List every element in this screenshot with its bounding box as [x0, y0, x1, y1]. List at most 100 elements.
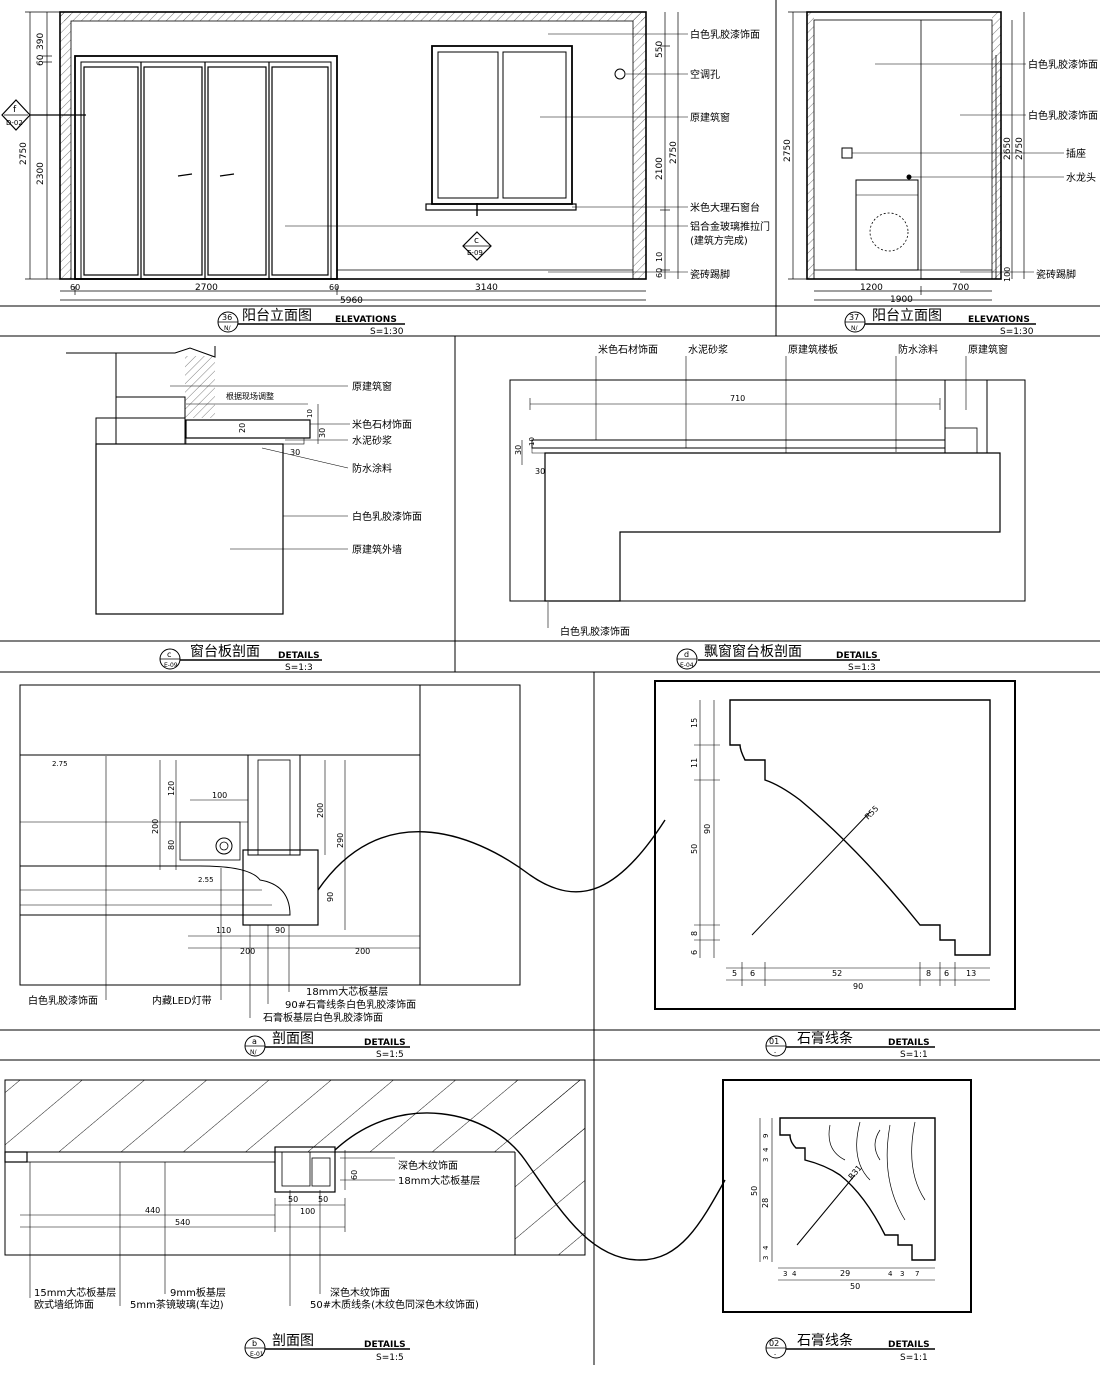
svg-text:DETAILS: DETAILS	[888, 1038, 930, 1048]
svg-text:阳台立面图: 阳台立面图	[242, 308, 312, 324]
svg-text:白色乳胶漆饰面: 白色乳胶漆饰面	[28, 994, 98, 1007]
svg-text:插座: 插座	[1066, 147, 1086, 160]
svg-text:瓷砖踢脚: 瓷砖踢脚	[1036, 268, 1076, 281]
detail-connector-curve	[317, 819, 666, 893]
svg-text:2700: 2700	[195, 283, 218, 293]
panel-balcony-elevation-37: 2750 2650 2750 100 白色乳胶漆饰面 白色乳胶漆饰面 插座 水龙…	[783, 11, 1098, 337]
svg-text:200: 200	[240, 947, 255, 956]
title-block-d: d E-04 飘窗窗台板剖面 DETAILS S=1:3	[676, 643, 880, 673]
svg-text:原建筑窗: 原建筑窗	[690, 111, 730, 124]
svg-text:S=1:5: S=1:5	[376, 1353, 404, 1363]
svg-text:E-09: E-09	[164, 662, 178, 669]
dims-bottom-36	[60, 286, 646, 301]
title-block-02: 02 - 石膏线条 DETAILS S=1:1	[765, 1332, 935, 1363]
svg-text:11: 11	[690, 758, 699, 768]
svg-text:6: 6	[690, 950, 699, 955]
detail-connector-curve-b	[334, 1112, 726, 1261]
svg-text:水泥砂浆: 水泥砂浆	[688, 343, 728, 356]
svg-text:DETAILS: DETAILS	[278, 651, 320, 661]
svg-text:防水涂料: 防水涂料	[898, 343, 938, 356]
svg-text:60: 60	[329, 283, 339, 292]
svg-text:90: 90	[326, 892, 335, 902]
svg-text:白色乳胶漆饰面: 白色乳胶漆饰面	[352, 510, 422, 523]
svg-text:4: 4	[762, 1147, 770, 1152]
svg-text:100: 100	[300, 1207, 315, 1216]
svg-text:白色乳胶漆饰面: 白色乳胶漆饰面	[690, 28, 760, 41]
svg-text:700: 700	[952, 283, 969, 293]
svg-text:110: 110	[216, 926, 231, 935]
svg-text:10: 10	[306, 409, 314, 418]
svg-text:6: 6	[944, 969, 949, 978]
ac-hole-icon	[614, 68, 626, 80]
dims-b	[20, 1150, 395, 1306]
svg-text:N/: N/	[224, 325, 231, 332]
section-marker-c: c E-09	[462, 203, 492, 261]
svg-text:15: 15	[690, 718, 699, 728]
dims-01	[694, 700, 990, 986]
svg-text:440: 440	[145, 1206, 160, 1215]
svg-text:4: 4	[762, 1245, 770, 1250]
svg-text:深色木纹饰面: 深色木纹饰面	[330, 1286, 390, 1299]
socket-icon	[841, 147, 853, 159]
svg-text:根据现场调整: 根据现场调整	[226, 391, 274, 401]
svg-text:白色乳胶漆饰面: 白色乳胶漆饰面	[1028, 58, 1098, 71]
svg-text:01: 01	[769, 1037, 779, 1046]
svg-text:水龙头: 水龙头	[1066, 171, 1096, 184]
svg-text:1900: 1900	[890, 295, 913, 305]
panel-bay-sill-section-d: 米色石材饰面 水泥砂浆 原建筑楼板 防水涂料 原建筑窗 白色乳胶漆饰面 710 …	[509, 343, 1026, 673]
svg-text:8: 8	[690, 931, 699, 936]
svg-text:30: 30	[290, 448, 300, 457]
svg-text:S=1:3: S=1:3	[285, 663, 313, 673]
svg-text:390: 390	[36, 33, 46, 50]
svg-text:50: 50	[850, 1282, 860, 1291]
svg-text:米色石材饰面: 米色石材饰面	[598, 343, 658, 356]
svg-text:ELEVATIONS: ELEVATIONS	[335, 315, 397, 325]
svg-text:2750: 2750	[19, 142, 29, 165]
svg-text:水泥砂浆: 水泥砂浆	[352, 434, 392, 447]
svg-text:b: b	[252, 1339, 257, 1348]
title-block-c: c E-09 窗台板剖面 DETAILS S=1:3	[159, 643, 322, 673]
svg-text:剖面图: 剖面图	[272, 1333, 314, 1349]
svg-text:200: 200	[316, 803, 325, 818]
title-block-36: 36 N/ 阳台立面图 ELEVATIONS S=1:30	[217, 308, 405, 337]
svg-text:瓷砖踢脚: 瓷砖踢脚	[690, 268, 730, 281]
svg-text:剖面图: 剖面图	[272, 1031, 314, 1047]
svg-text:9mm板基层: 9mm板基层	[170, 1286, 226, 1299]
svg-text:DETAILS: DETAILS	[364, 1038, 406, 1048]
svg-text:60: 60	[70, 283, 80, 292]
svg-text:白色乳胶漆饰面: 白色乳胶漆饰面	[560, 625, 630, 638]
svg-text:13: 13	[966, 969, 976, 978]
svg-text:550: 550	[655, 41, 665, 58]
svg-text:2750: 2750	[783, 139, 793, 162]
svg-text:28: 28	[761, 1198, 770, 1208]
svg-text:ELEVATIONS: ELEVATIONS	[968, 315, 1030, 325]
faucet-icon	[906, 174, 912, 180]
svg-text:-: -	[774, 1351, 776, 1358]
svg-text:2100: 2100	[655, 157, 665, 180]
svg-text:80: 80	[167, 840, 176, 850]
svg-text:铝合金玻璃推拉门: 铝合金玻璃推拉门	[690, 220, 770, 233]
washing-machine	[855, 179, 919, 271]
leaders-c	[170, 385, 350, 550]
svg-text:N/: N/	[851, 325, 858, 332]
svg-text:c: c	[167, 650, 171, 659]
svg-text:1200: 1200	[860, 283, 883, 293]
svg-text:2.55: 2.55	[198, 876, 214, 884]
dims-left-36	[25, 11, 60, 280]
svg-text:米色石材饰面: 米色石材饰面	[352, 418, 412, 431]
svg-text:60: 60	[655, 268, 664, 278]
svg-text:3: 3	[783, 1270, 787, 1278]
svg-text:S=1:5: S=1:5	[376, 1050, 404, 1060]
svg-text:120: 120	[167, 781, 176, 796]
title-block-a: a N/ 剖面图 DETAILS S=1:5	[244, 1031, 410, 1060]
svg-text:(建筑方完成): (建筑方完成)	[690, 234, 748, 247]
svg-text:S=1:30: S=1:30	[370, 327, 404, 337]
svg-text:空调孔: 空调孔	[690, 68, 720, 81]
svg-text:石膏线条: 石膏线条	[797, 1332, 853, 1349]
sliding-door-panels	[83, 62, 329, 279]
svg-text:60: 60	[350, 1170, 359, 1180]
svg-text:60: 60	[36, 54, 46, 66]
leaders-d	[521, 356, 967, 628]
panel-balcony-elevation-36: 390 60 2300 2750 f D-02 c E-09 550 2100	[1, 11, 770, 337]
svg-text:c: c	[474, 236, 479, 246]
